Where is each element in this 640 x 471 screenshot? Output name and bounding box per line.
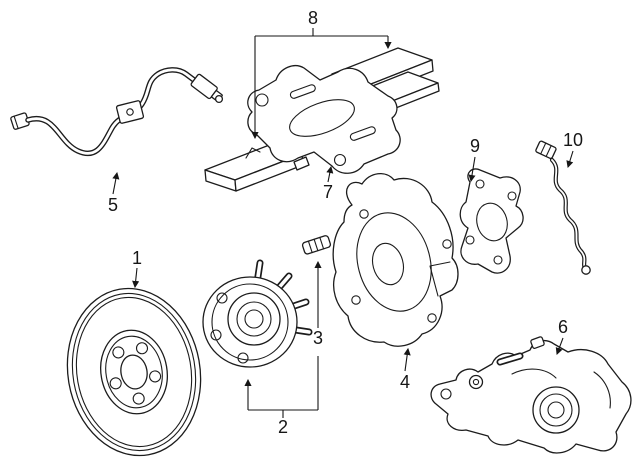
part-label-8: 8 [308,8,318,28]
sensor-wire-drawing [535,140,591,275]
adapter-plate-drawing [459,168,524,274]
part-label-5: 5 [108,195,118,215]
caliper-bracket-drawing [247,65,401,174]
brake-caliper-drawing [430,336,632,454]
part-label-4: 4 [400,372,410,392]
splash-shield-drawing [332,173,459,347]
part-label-3: 3 [313,328,323,348]
part-label-6: 6 [558,317,568,337]
part-label-9: 9 [470,136,480,156]
part-label-1: 1 [132,248,142,268]
part-label-7: 7 [323,182,333,202]
brake-hose-drawing [10,67,224,156]
brake-rotor-drawing [66,287,202,457]
part-labels: 1 2 3 4 5 6 7 8 9 10 [108,8,583,437]
hub-assembly-drawing [202,259,313,368]
part-label-10: 10 [563,130,583,150]
hub-bolt-drawing [301,235,332,255]
leader-lines [112,28,574,418]
part-label-2: 2 [278,417,288,437]
